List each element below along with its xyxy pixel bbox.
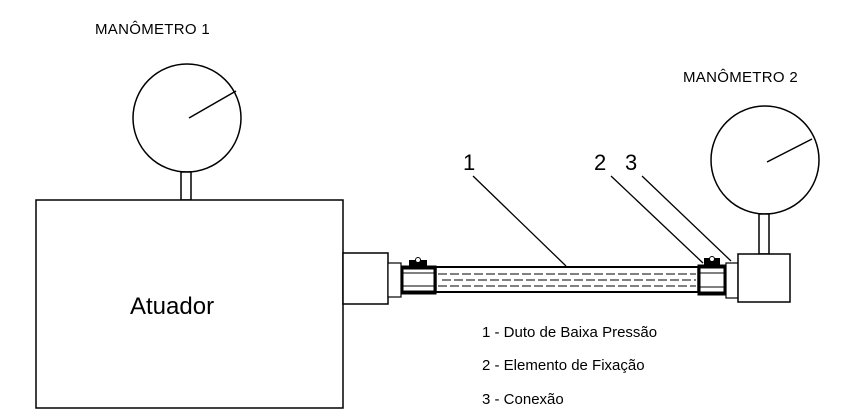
callout-1-leader bbox=[472, 175, 567, 267]
legend-item-2: 2 - Elemento de Fixação bbox=[482, 357, 645, 374]
gauge-1 bbox=[132, 63, 242, 201]
left-fitting bbox=[387, 257, 437, 298]
legend-item-1: 1 - Duto de Baixa Pressão bbox=[482, 324, 657, 341]
legend-item-3: 3 - Conexão bbox=[482, 391, 564, 408]
gauge-2 bbox=[710, 105, 820, 303]
actuator-label: Atuador bbox=[130, 293, 214, 320]
actuator-outlet bbox=[342, 252, 389, 305]
right-fitting bbox=[697, 256, 739, 299]
actuator-box bbox=[35, 199, 344, 409]
gauge-2-label: MANÔMETRO 2 bbox=[683, 69, 798, 86]
legend: 1 - Duto de Baixa Pressão 2 - Elemento d… bbox=[482, 324, 657, 408]
low-pressure-duct bbox=[435, 266, 699, 293]
callout-3-leader bbox=[641, 175, 732, 262]
gauge-2-stem bbox=[758, 213, 770, 255]
callout-1: 1 bbox=[463, 150, 475, 175]
gauge-2-block bbox=[737, 253, 791, 303]
gauge-1-label: MANÔMETRO 1 bbox=[95, 21, 210, 38]
gauge-1-needle bbox=[188, 90, 237, 119]
gauge-2-needle bbox=[766, 138, 813, 163]
connection bbox=[725, 262, 739, 299]
gauge-1-stem bbox=[180, 171, 192, 201]
callout-2: 2 bbox=[594, 150, 606, 175]
callout-2-leader bbox=[610, 175, 704, 264]
callout-3: 3 bbox=[625, 150, 637, 175]
